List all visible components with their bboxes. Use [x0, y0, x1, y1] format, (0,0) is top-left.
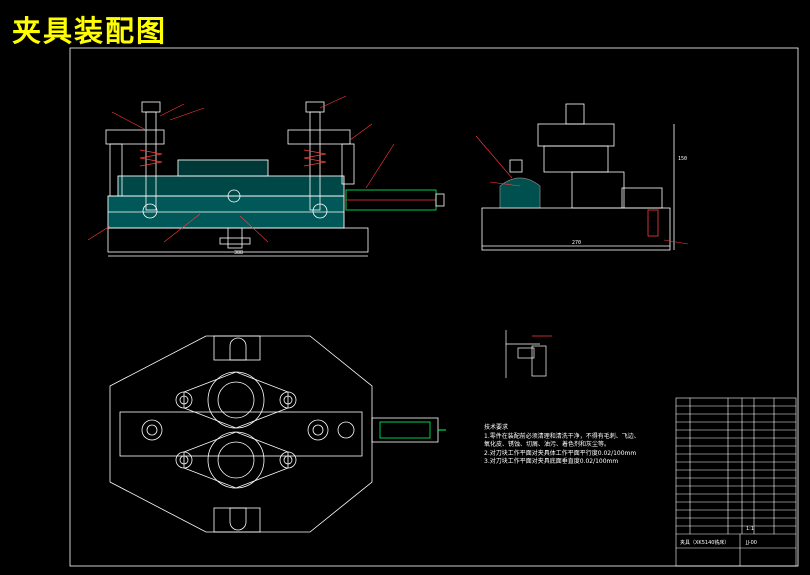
requirement-line: 氧化皮、锈蚀、切屑、油污、着色剂和灰尘等。 [484, 441, 611, 449]
technical-requirements-heading: 技术要求 [484, 424, 509, 431]
front-view [105, 101, 445, 257]
side-view [481, 103, 675, 251]
bom-table [675, 397, 797, 567]
requirement-line: 2.对刀块工作平面对夹具体工作平面平行度0.02/100mm [484, 449, 637, 457]
title-block-name: 夹具（XK5140铣床） [680, 539, 729, 546]
top-view [109, 335, 439, 533]
drawing-title: 夹具装配图 [12, 14, 168, 48]
front-width-dim: 388 [234, 250, 243, 256]
title-block-code: JJ-00 [745, 540, 757, 546]
front-callouts [87, 95, 395, 243]
title-block-scale: 1:1 [746, 526, 754, 532]
drawing-border [69, 47, 799, 567]
side-width-dim: 270 [572, 240, 581, 246]
requirement-line: 3.对刀块工作平面对夹具底面垂直度0.02/100mm [484, 458, 619, 466]
side-callouts [475, 135, 689, 245]
side-height-dim: 150 [678, 156, 687, 162]
technical-requirements: 技术要求 1.零件在装配前必须清理和清洗干净，不得有毛刺、飞边、 氧化皮、锈蚀、… [484, 424, 640, 467]
detail-symbol [505, 330, 552, 378]
requirement-line: 1.零件在装配前必须清理和清洗干净，不得有毛刺、飞边、 [484, 432, 640, 440]
